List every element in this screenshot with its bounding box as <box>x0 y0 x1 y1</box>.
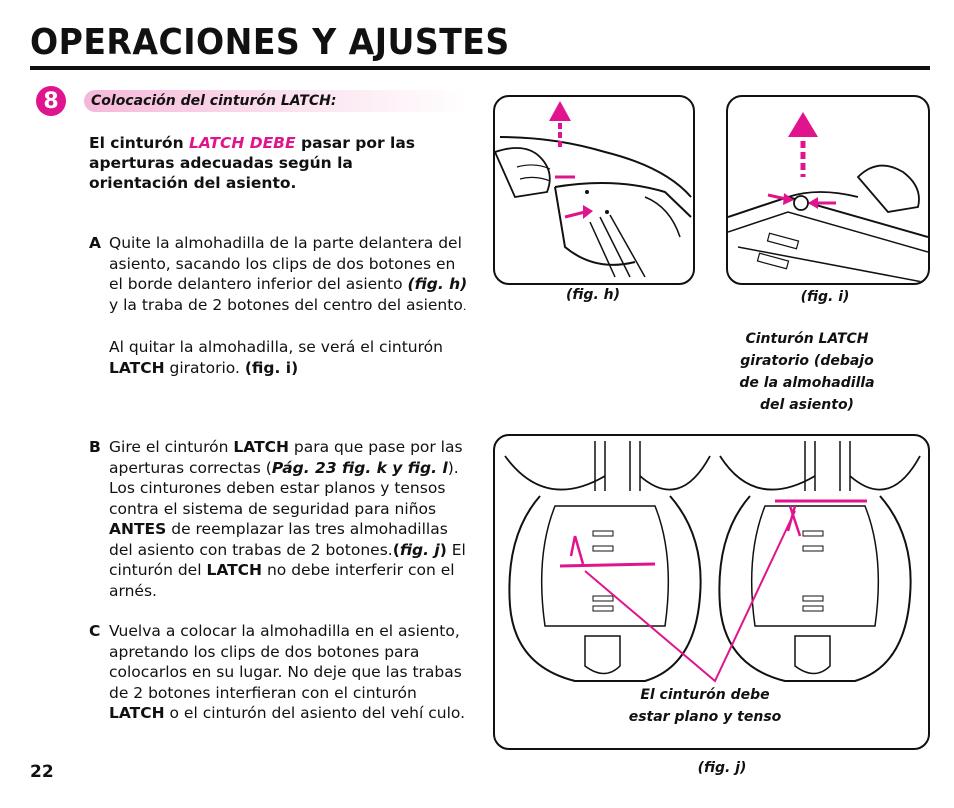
figure-j-illustration <box>493 434 930 750</box>
step-b-paren-close: ) <box>439 540 447 559</box>
intro-paragraph: El cinturón LATCH DEBE pasar por las ape… <box>89 133 449 193</box>
step-a-p2-latch: LATCH <box>109 358 165 377</box>
step-b-body: Gire el cinturón LATCH para que pase por… <box>109 437 469 601</box>
step-b-text-6: no debe interferir con el arnés. <box>109 561 455 600</box>
page-number: 22 <box>30 762 54 782</box>
step-a-text-1: Quite la almohadilla de la parte delante… <box>109 234 462 293</box>
step-c-latch: LATCH <box>109 704 165 722</box>
intro-rest: pasar por las aperturas adecuadas según … <box>89 134 416 192</box>
figure-h-drawing <box>495 101 692 278</box>
section-number-badge: 8 <box>36 86 66 116</box>
step-b-antes: ANTES <box>109 520 167 538</box>
step-b-latch-2: LATCH <box>206 561 263 579</box>
step-b-text-4: de reemplazar las tres almohadillas del … <box>109 520 448 559</box>
step-a-fig-h-ref: (fig. h) <box>407 275 468 293</box>
figure-i-caption: (fig. i) <box>800 289 850 305</box>
step-a-body: Quite la almohadilla de la parte delante… <box>109 233 469 378</box>
step-a-letter: A <box>89 234 101 252</box>
step-a-text-2: y la traba de 2 botones del centro del a… <box>109 295 463 314</box>
step-c: C Vuelva a colocar la almohadilla en el … <box>89 621 469 724</box>
section-heading-bar <box>84 90 468 112</box>
figure-i-callout-line-2: giratorio (debajo <box>740 353 874 369</box>
figure-j-callout-line-1: El cinturón debe <box>640 687 770 703</box>
step-a-p2-text-1: Al quitar la almohadilla, se verá el cin… <box>109 338 443 356</box>
step-b-text-3: ). Los cinturones deben estar planos y t… <box>109 458 459 518</box>
figure-h-caption: (fig. h) <box>566 287 620 303</box>
section-heading: Colocación del cinturón LATCH: <box>91 93 337 109</box>
figure-j-callout: El cinturón debe estar plano y tenso <box>600 684 810 728</box>
figure-i-drawing <box>728 112 928 283</box>
figure-j-caption: (fig. j) <box>697 760 747 776</box>
title-rule <box>30 66 930 70</box>
step-b-page-ref: Pág. 23 fig. k y fig. l <box>271 458 448 477</box>
step-a-fig-i-ref: (fig. i) <box>244 358 299 377</box>
step-c-body: Vuelva a colocar la almohadilla en el as… <box>109 621 469 724</box>
figure-i-illustration <box>726 95 930 285</box>
step-b-text-5: El cinturón del <box>109 540 466 580</box>
figure-i-callout-line-3: de la almohadilla <box>739 375 875 391</box>
step-c-text-2: o el cinturón del asiento del vehí culo. <box>164 704 466 722</box>
step-b-paren-open: ( <box>392 540 400 559</box>
step-b-fig-j-ref: fig. j <box>399 540 440 559</box>
figure-j-drawing <box>504 441 921 683</box>
figure-i-callout-line-1: Cinturón LATCH <box>745 331 869 347</box>
step-a-p2-text-2: giratorio. <box>164 358 245 377</box>
intro-highlight: LATCH DEBE <box>189 134 296 152</box>
page-title: OPERACIONES Y AJUSTES <box>30 22 510 63</box>
step-a: A Quite la almohadilla de la parte delan… <box>89 233 469 378</box>
figure-j-callout-line-2: estar plano y tenso <box>628 709 782 725</box>
step-b-letter: B <box>89 438 101 456</box>
step-c-letter: C <box>89 622 101 640</box>
step-a-text-3: . <box>462 299 467 313</box>
step-a-paragraph-1: Quite la almohadilla de la parte delante… <box>109 233 469 317</box>
figure-h-illustration <box>493 95 695 285</box>
intro-lead: El cinturón <box>89 134 190 152</box>
figure-i-callout-line-4: del asiento) <box>760 397 854 413</box>
step-a-paragraph-2: Al quitar la almohadilla, se verá el cin… <box>109 337 469 378</box>
step-b-text-2: para que pase por las aperturas correcta… <box>109 438 463 477</box>
step-b-latch-1: LATCH <box>233 438 289 456</box>
step-b-text-1: Gire el cinturón <box>109 438 234 456</box>
step-b: B Gire el cinturón LATCH para que pase p… <box>89 437 469 601</box>
step-c-text-1: Vuelva a colocar la almohadilla en el as… <box>109 622 462 702</box>
figure-i-callout: Cinturón LATCH giratorio (debajo de la a… <box>712 328 902 416</box>
